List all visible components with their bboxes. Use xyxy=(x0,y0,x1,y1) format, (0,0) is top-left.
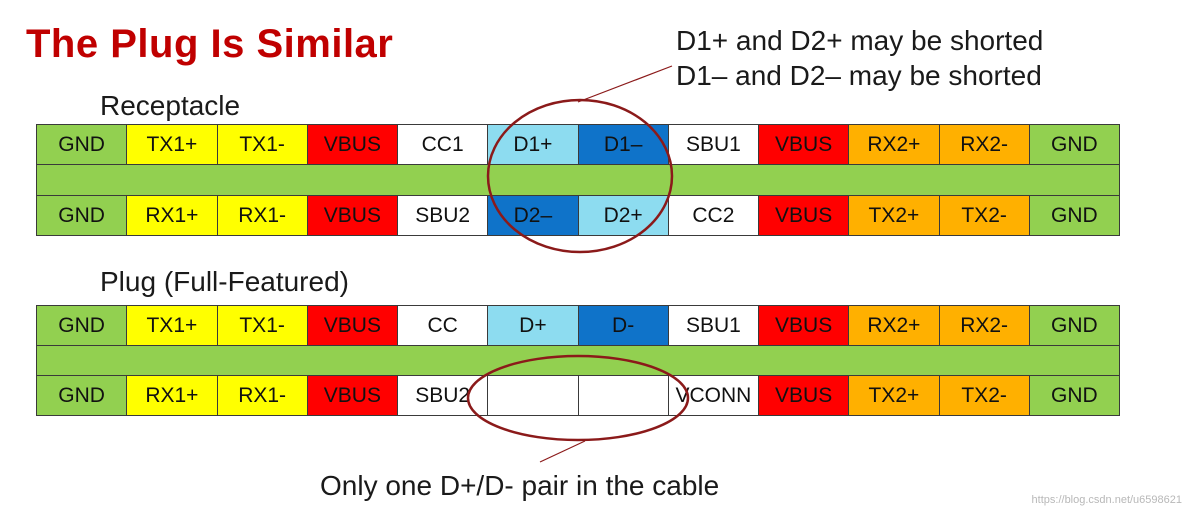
pin-rx1-minusplus: RX1+ xyxy=(127,375,218,415)
pin-rx1-minusplus: RX1+ xyxy=(127,195,218,235)
pin-tx1-minusplus: TX1+ xyxy=(127,125,218,165)
pin-rx2-minus: RX2- xyxy=(939,125,1030,165)
pin-cc2: CC2 xyxy=(668,195,759,235)
pin-gnd: GND xyxy=(1029,306,1119,346)
pin-sbu1: SBU1 xyxy=(668,125,759,165)
pin-vbus: VBUS xyxy=(307,195,398,235)
pin-sbu2: SBU2 xyxy=(398,375,489,415)
pin-rx2-minusplus: RX2+ xyxy=(849,125,940,165)
shorted-note-minus: D1– and D2– may be shorted xyxy=(676,60,1042,91)
plug-label: Plug (Full-Featured) xyxy=(100,266,349,297)
pin-d1-minusplus: D1+ xyxy=(488,125,579,165)
shorted-note-plus: D1+ and D2+ may be shorted xyxy=(676,25,1044,56)
pin-gnd: GND xyxy=(1029,125,1119,165)
receptacle-label: Receptacle xyxy=(100,90,241,121)
pin-empty xyxy=(578,375,669,415)
cable-pair-note: Only one D+/D- pair in the cable xyxy=(320,470,720,501)
pin-vbus: VBUS xyxy=(759,375,850,415)
pin-rx1-minus: RX1- xyxy=(217,375,308,415)
pin-tx2-minus: TX2- xyxy=(939,195,1030,235)
pin-vbus: VBUS xyxy=(307,306,398,346)
pin-rx2-minusplus: RX2+ xyxy=(849,306,940,346)
watermark: https://blog.csdn.net/u6598621 xyxy=(1031,494,1182,506)
callout-line-bottom xyxy=(539,440,586,463)
pin-vbus: VBUS xyxy=(307,375,398,415)
pin-sbu1: SBU1 xyxy=(668,306,759,346)
pin-d1-minus: D1– xyxy=(578,125,669,165)
slide-title: The Plug Is Similar xyxy=(26,22,394,66)
pin-cc: CC xyxy=(398,306,489,346)
pin-rx2-minus: RX2- xyxy=(939,306,1030,346)
pin-d2-minus: D2– xyxy=(488,195,579,235)
pin-gnd: GND xyxy=(37,195,128,235)
pin-gnd: GND xyxy=(1029,375,1119,415)
pin-gnd: GND xyxy=(37,125,128,165)
pin-vbus: VBUS xyxy=(759,125,850,165)
pin-tx2-minusplus: TX2+ xyxy=(849,375,940,415)
pin-tx1-minus: TX1- xyxy=(217,125,308,165)
pin-d-minusplus: D+ xyxy=(488,306,579,346)
pin-vbus: VBUS xyxy=(759,306,850,346)
pin-cc1: CC1 xyxy=(398,125,489,165)
pin-sbu2: SBU2 xyxy=(398,195,489,235)
pin-tx1-minus: TX1- xyxy=(217,306,308,346)
pin-d2-minusplus: D2+ xyxy=(578,195,669,235)
pin-d-minus: D- xyxy=(578,306,669,346)
pin-empty xyxy=(488,375,579,415)
pin-tx2-minusplus: TX2+ xyxy=(849,195,940,235)
pin-vconn: VCONN xyxy=(668,375,759,415)
pin-rx1-minus: RX1- xyxy=(217,195,308,235)
pin-tx2-minus: TX2- xyxy=(939,375,1030,415)
pin-vbus: VBUS xyxy=(759,195,850,235)
pin-tx1-minusplus: TX1+ xyxy=(127,306,218,346)
pin-gnd: GND xyxy=(37,306,128,346)
pin-vbus: VBUS xyxy=(307,125,398,165)
pin-gnd: GND xyxy=(1029,195,1119,235)
callout-line-top xyxy=(577,65,673,103)
pin-gnd: GND xyxy=(37,375,128,415)
